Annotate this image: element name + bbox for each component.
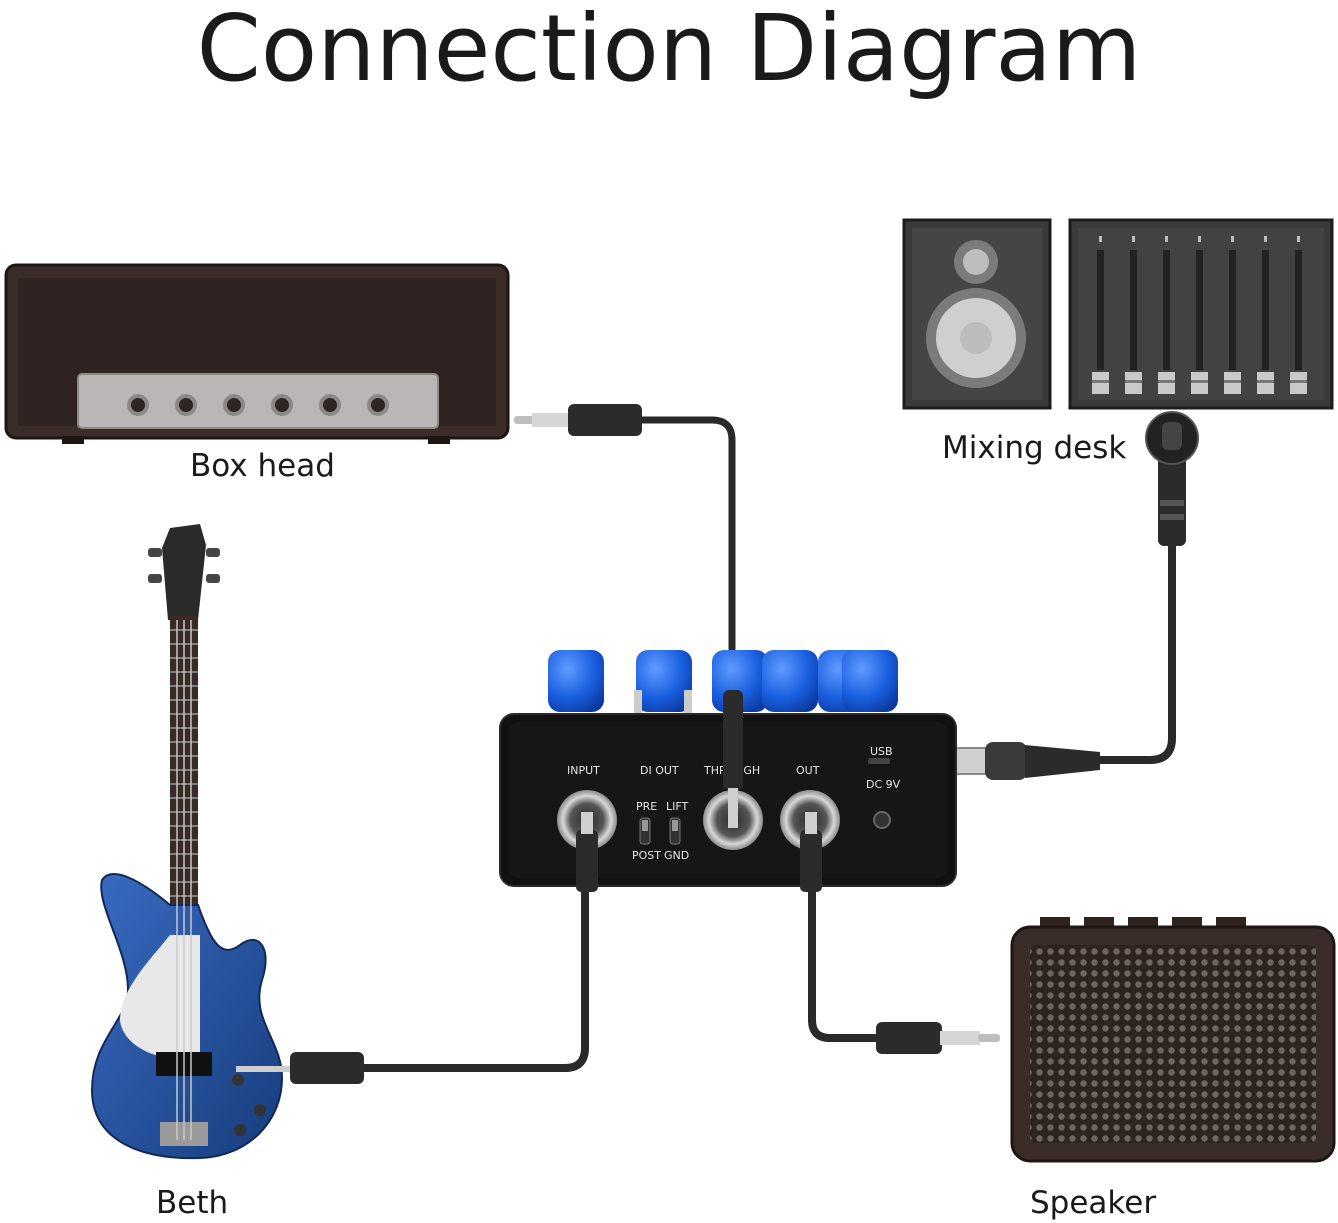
input-label: INPUT [567,764,600,777]
box-head-plug [514,404,642,436]
out-label: OUT [796,764,820,777]
blue-knob [842,650,898,712]
bass-guitar [90,524,284,1160]
microphone [1145,411,1199,546]
blue-knob [548,650,604,712]
di-out-label: DI OUT [640,764,679,777]
mixing-console [1068,218,1334,410]
dc-label: DC 9V [866,778,901,791]
diagram-title: Connection Diagram [196,0,1142,102]
pre-label: PRE [636,800,657,813]
speaker-cabinet [1010,917,1336,1163]
usb-label: USB [870,745,893,758]
cables [356,416,1176,1072]
xlr-plug [954,742,1100,780]
box-head-label: Box head [190,448,335,484]
post-label: POST [632,849,661,862]
bass-plug [236,1052,364,1084]
blue-knob [762,650,818,712]
mixing-desk-label: Mixing desk [942,430,1127,466]
monitor-speaker [902,218,1052,410]
speaker-label: Speaker [1030,1185,1157,1221]
speaker-plug [876,1022,1000,1054]
lift-label: LIFT [666,800,689,813]
beth-label: Beth [156,1185,229,1221]
blue-knob [636,650,692,712]
box-head-amp [4,263,510,444]
gnd-label: GND [664,849,689,862]
device-plugs [576,690,822,892]
